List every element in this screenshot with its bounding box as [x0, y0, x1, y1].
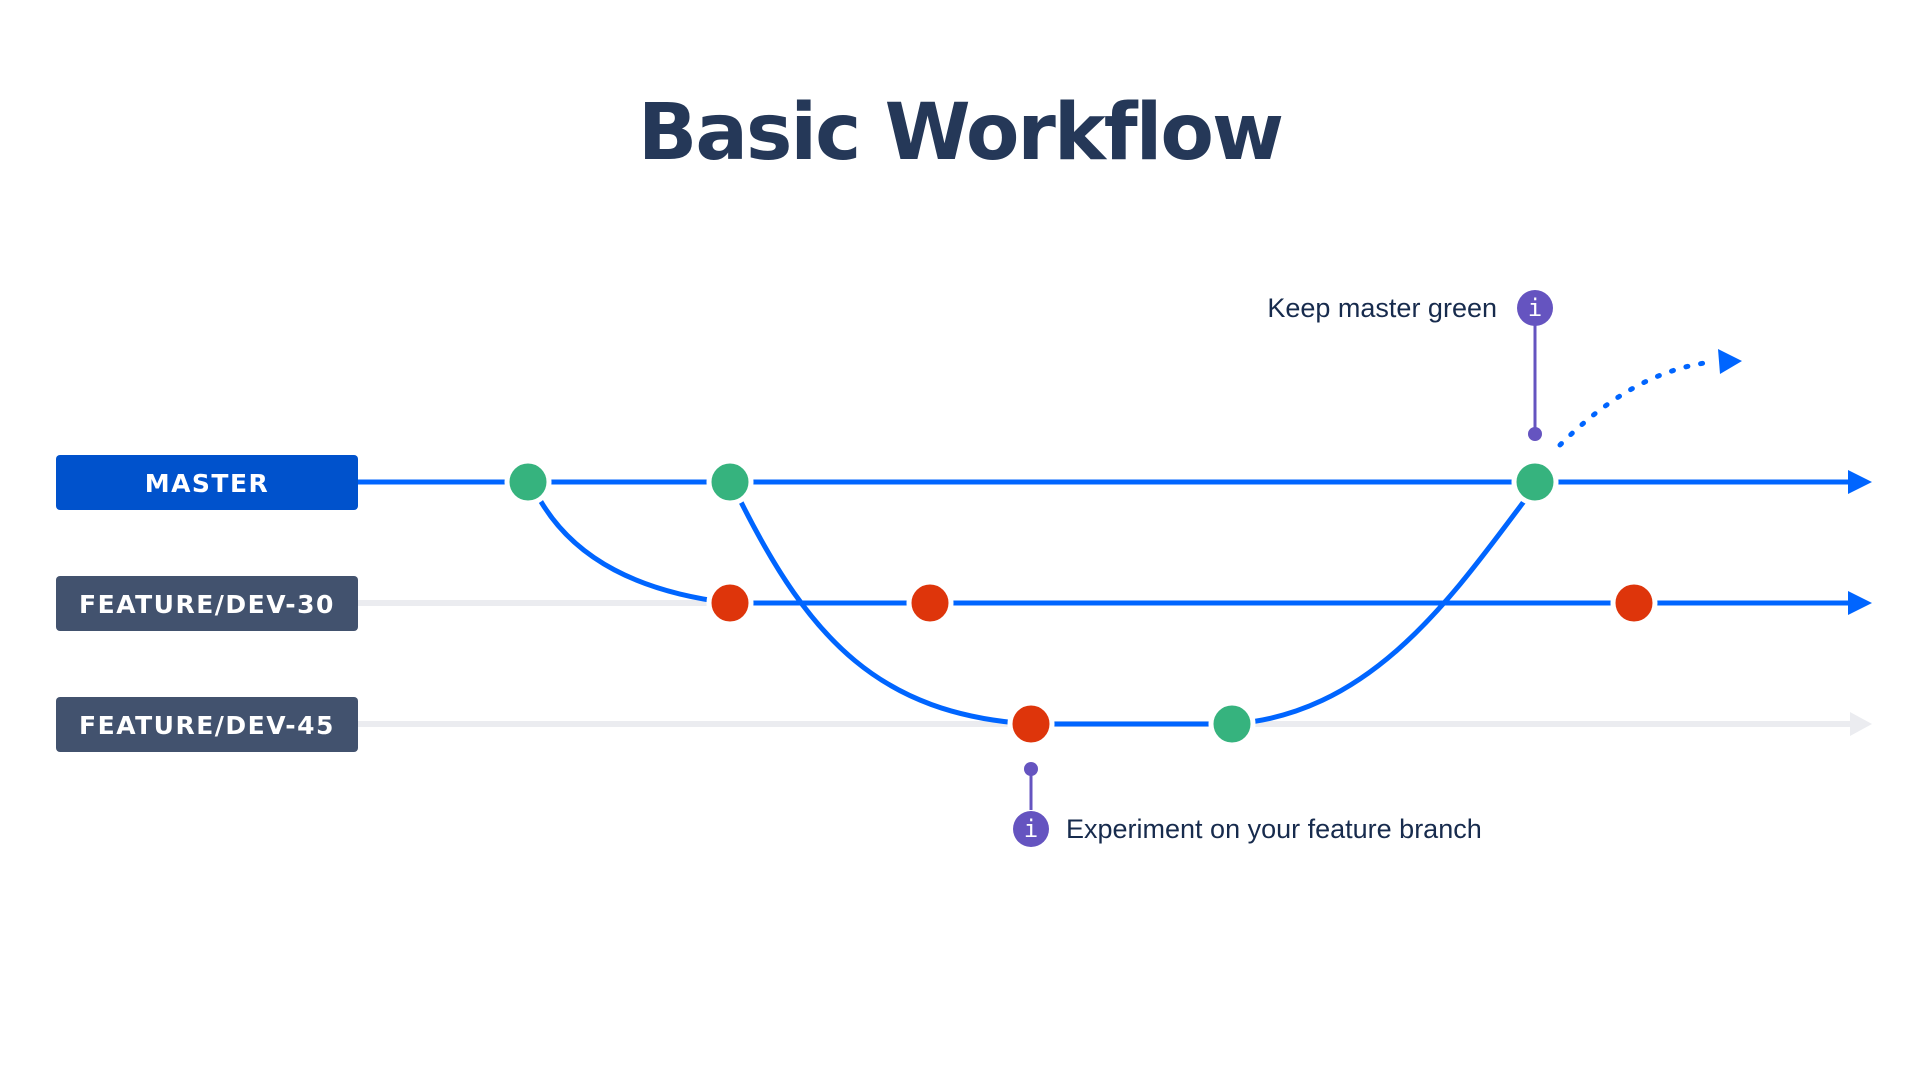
info-icon	[1517, 290, 1553, 326]
commit-red	[1007, 700, 1055, 748]
commit-green	[504, 458, 552, 506]
annotation-bottom-anchor-dot	[1024, 762, 1038, 776]
branch-curve-master-to-dev45	[737, 498, 1031, 727]
info-icon-glyph: i	[1528, 294, 1542, 322]
branch-label-text-dev45: FEATURE/DEV-45	[79, 711, 335, 740]
annotation-top-anchor-dot	[1528, 427, 1542, 441]
info-icon-glyph: i	[1024, 815, 1038, 843]
merge-curve-dev45-to-master	[1231, 498, 1528, 727]
commit-green	[1208, 700, 1256, 748]
commit-red	[1610, 579, 1658, 627]
branch-label-dev45	[56, 697, 358, 752]
commit-red	[706, 579, 754, 627]
branch-label-master	[56, 455, 358, 510]
dev45-arrowhead	[1850, 712, 1872, 736]
branch-label-dev30	[56, 576, 358, 631]
branch-label-text-master: MASTER	[145, 469, 270, 498]
master-arrowhead	[1848, 470, 1872, 494]
commit-green	[1511, 458, 1559, 506]
page-title: Basic Workflow	[637, 88, 1284, 178]
info-icon	[1013, 811, 1049, 847]
future-arrowhead	[1718, 349, 1742, 374]
branch-label-text-dev30: FEATURE/DEV-30	[79, 590, 335, 619]
master-future-dotted-line	[1557, 359, 1715, 448]
branch-curve-master-to-dev30	[537, 498, 731, 606]
commit-red	[906, 579, 954, 627]
commit-green	[706, 458, 754, 506]
dev30-arrowhead	[1848, 591, 1872, 615]
annotation-bottom-text: Experiment on your feature branch	[1066, 814, 1482, 844]
annotation-top-text: Keep master green	[1267, 293, 1497, 323]
